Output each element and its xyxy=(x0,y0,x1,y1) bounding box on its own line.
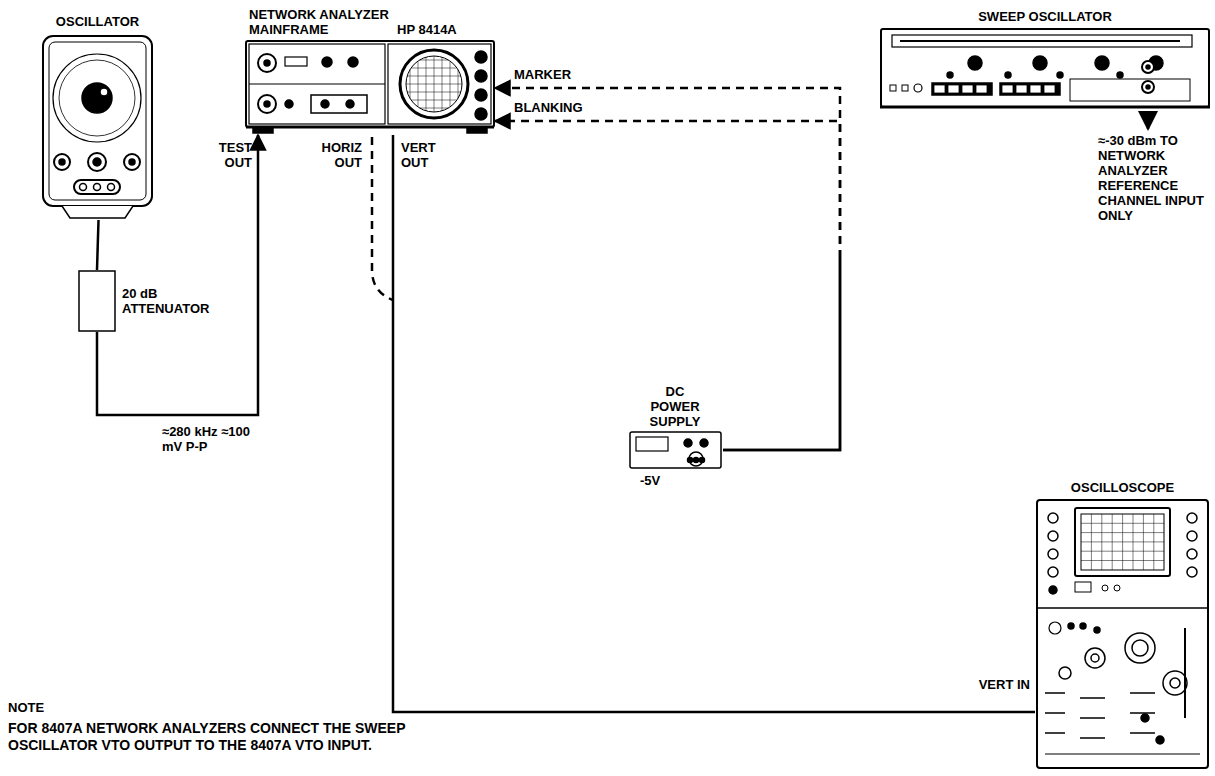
sweep-oscillator: SWEEP OSCILLATOR xyxy=(880,5,1212,110)
instrument-heading: SWEEP OSCILLATOR xyxy=(880,9,1210,24)
network-analyzer: NETWORK ANALYZER MAINFRAME HP 8414A xyxy=(245,5,495,135)
port-label: VERT OUT xyxy=(401,140,451,170)
port-label: HORIZ OUT xyxy=(300,140,362,170)
instrument-heading: OSCILLATOR xyxy=(40,14,155,29)
voltage-label: -5V xyxy=(640,473,700,488)
cable xyxy=(495,121,840,450)
cable xyxy=(393,135,1035,712)
cable-label: BLANKING xyxy=(512,100,606,115)
cable xyxy=(97,220,99,270)
signal-note: ≈-30 dBm TO NETWORK ANALYZER REFERENCE C… xyxy=(1098,133,1210,223)
instrument-heading: NETWORK ANALYZER MAINFRAME xyxy=(249,7,389,37)
note-text: FOR 8407A NETWORK ANALYZERS CONNECT THE … xyxy=(8,720,498,754)
cable-label: MARKER xyxy=(512,67,596,82)
port-label: VERT IN xyxy=(975,677,1030,692)
instrument-heading: OSCILLOSCOPE xyxy=(1035,480,1210,495)
instrument-heading: HP 8414A xyxy=(397,22,487,37)
port-label: TEST OUT xyxy=(200,140,252,170)
instrument-heading: DC POWER SUPPLY xyxy=(646,384,704,429)
cable-label: ≈280 kHz ≈100 mV P-P xyxy=(160,424,264,454)
oscillator-instrument-drawing xyxy=(40,8,155,220)
cable xyxy=(495,88,840,450)
oscillator-instrument: OSCILLATOR xyxy=(40,8,157,220)
instrument-heading: 20 dB ATTENUATOR xyxy=(122,286,217,316)
dc-power-supply: DC POWER SUPPLY xyxy=(628,382,723,470)
attenuator: 20 dB ATTENUATOR xyxy=(78,270,219,332)
reference-output-arrow xyxy=(1147,112,1150,129)
horiz-out-lead xyxy=(372,137,393,300)
note-heading: NOTE xyxy=(8,700,88,715)
oscilloscope: OSCILLOSCOPE xyxy=(1035,478,1212,770)
oscilloscope-drawing xyxy=(1035,478,1210,770)
